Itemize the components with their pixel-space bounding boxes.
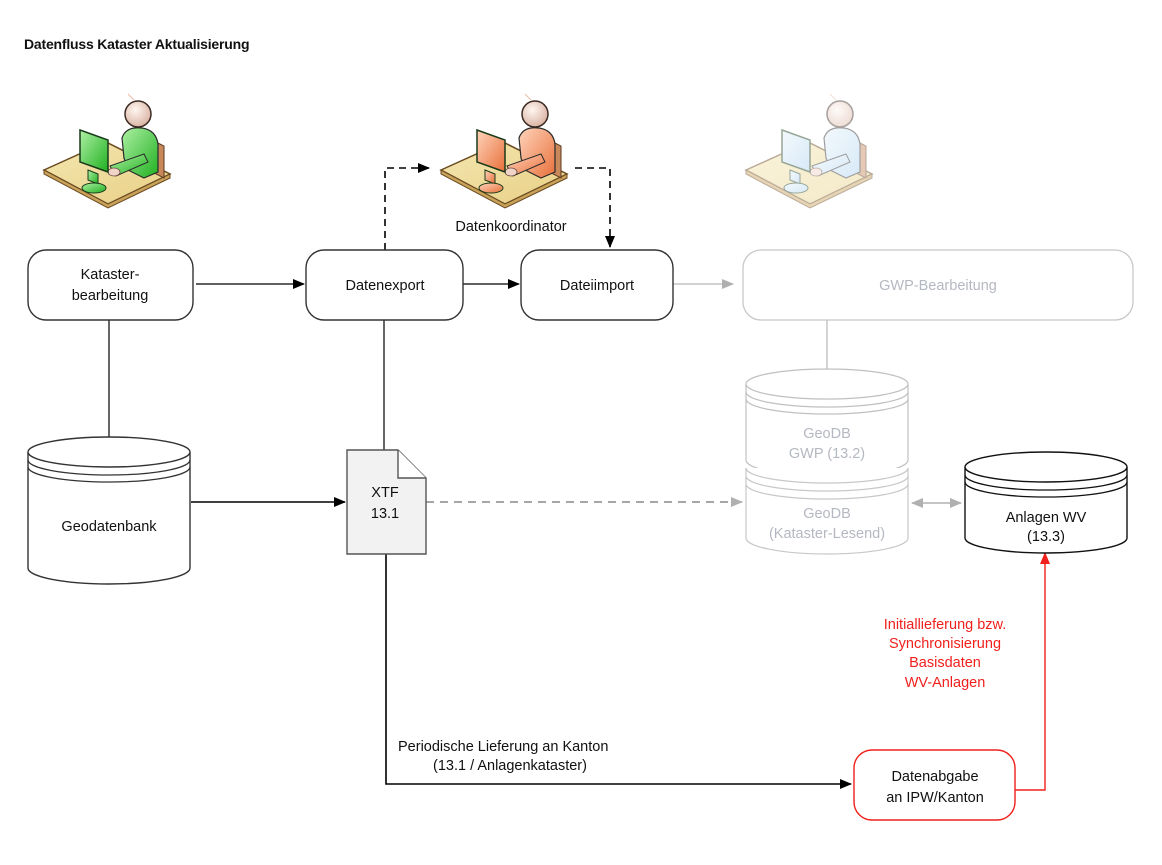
svg-text:(13.3): (13.3) — [1027, 529, 1065, 545]
edge-koordinator-dateiimport — [575, 167, 615, 248]
svg-text:Periodische Lieferung an Kanto: Periodische Lieferung an Kanton — [398, 739, 608, 755]
annotation-periodische-lieferung: Periodische Lieferung an Kanton (13.1 / … — [398, 739, 608, 774]
actor-gwp-icon — [744, 93, 874, 209]
svg-text:GWP (13.2): GWP (13.2) — [789, 446, 865, 462]
svg-text:(Kataster-Lesend): (Kataster-Lesend) — [769, 526, 885, 542]
svg-text:bearbeitung: bearbeitung — [72, 288, 149, 304]
svg-text:GeoDB: GeoDB — [803, 426, 851, 442]
node-gwp-bearbeitung[interactable]: GWP-Bearbeitung — [742, 249, 1134, 321]
actor-label-datenkoordinator: Datenkoordinator — [455, 219, 566, 235]
actor-kataster-icon — [42, 93, 172, 209]
svg-text:GeoDB: GeoDB — [803, 506, 851, 522]
db-geodb-gwp[interactable]: GeoDB GWP (13.2) — [745, 368, 909, 477]
svg-text:Datenabgabe: Datenabgabe — [891, 769, 978, 785]
svg-text:Geodatenbank: Geodatenbank — [61, 519, 157, 535]
edge-xtf-datenabgabe — [385, 552, 852, 789]
node-kataster-bearbeitung[interactable]: Kataster- bearbeitung — [27, 249, 194, 321]
db-geodatenbank[interactable]: Geodatenbank — [27, 436, 191, 585]
node-dateiimport[interactable]: Dateiimport — [520, 249, 674, 321]
file-xtf[interactable]: XTF 13.1 — [346, 449, 427, 555]
svg-text:Dateiimport: Dateiimport — [560, 278, 634, 294]
edge-datenexport-koordinator — [384, 163, 430, 250]
svg-text:GWP-Bearbeitung: GWP-Bearbeitung — [879, 278, 997, 294]
svg-text:13.1: 13.1 — [371, 506, 399, 522]
annotation-initiallieferung: Initiallieferung bzw. Synchronisierung B… — [884, 617, 1007, 691]
svg-text:Initiallieferung bzw.: Initiallieferung bzw. — [884, 617, 1007, 633]
svg-text:WV-Anlagen: WV-Anlagen — [905, 675, 986, 691]
svg-text:Synchronisierung: Synchronisierung — [889, 636, 1001, 652]
svg-text:Anlagen WV: Anlagen WV — [1006, 510, 1087, 526]
svg-text:an IPW/Kanton: an IPW/Kanton — [886, 790, 984, 806]
svg-text:XTF: XTF — [371, 485, 399, 501]
node-datenabgabe[interactable]: Datenabgabe an IPW/Kanton — [853, 749, 1016, 821]
db-anlagen-wv[interactable]: Anlagen WV (13.3) — [964, 451, 1128, 554]
db-geodb-kataster[interactable]: GeoDB (Kataster-Lesend) — [745, 467, 909, 555]
svg-text:Basisdaten: Basisdaten — [909, 655, 981, 671]
node-datenexport[interactable]: Datenexport — [305, 249, 464, 321]
svg-text:Datenexport: Datenexport — [346, 278, 425, 294]
svg-text:(13.1 / Anlagenkataster): (13.1 / Anlagenkataster) — [433, 758, 587, 774]
diagram-title: Datenfluss Kataster Aktualisierung — [24, 36, 250, 52]
actor-datenkoordinator-icon — [439, 93, 569, 209]
svg-text:Kataster-: Kataster- — [81, 267, 140, 283]
edge-datenabgabe-anlagen — [1015, 552, 1050, 791]
